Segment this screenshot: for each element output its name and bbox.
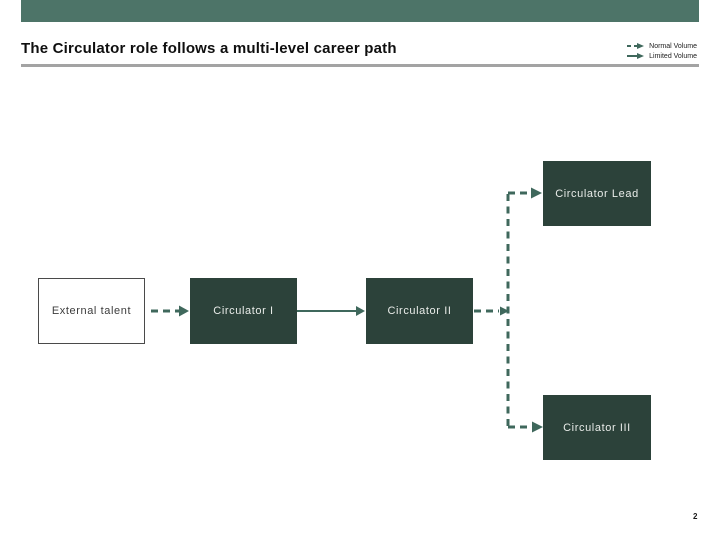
legend: Normal Volume Limited Volume [627,42,697,60]
box-circulator-lead: Circulator Lead [543,161,651,226]
title-divider [21,64,699,67]
connector-junction-to-circulator3 [508,421,543,433]
connector-junction-to-circulator-lead [508,187,542,199]
top-accent-bar [21,0,699,22]
legend-item-limited-volume: Limited Volume [627,52,697,60]
legend-item-normal-volume: Normal Volume [627,42,697,50]
connector-circulator1-to-circulator2 [297,306,365,316]
dashed-arrow-icon [627,43,645,49]
box-circulator-1: Circulator I [190,278,297,344]
connector-external-to-circulator1 [151,305,189,317]
page-title: The Circulator role follows a multi-leve… [21,40,397,57]
box-circulator-2: Circulator II [366,278,473,344]
box-external-talent: External talent [38,278,145,344]
legend-label: Normal Volume [649,42,697,50]
page-number: 2 [693,512,698,521]
connector-circulator2-to-junction [474,306,509,316]
solid-arrow-icon [627,53,645,59]
legend-label: Limited Volume [649,52,697,60]
box-circulator-3: Circulator III [543,395,651,460]
